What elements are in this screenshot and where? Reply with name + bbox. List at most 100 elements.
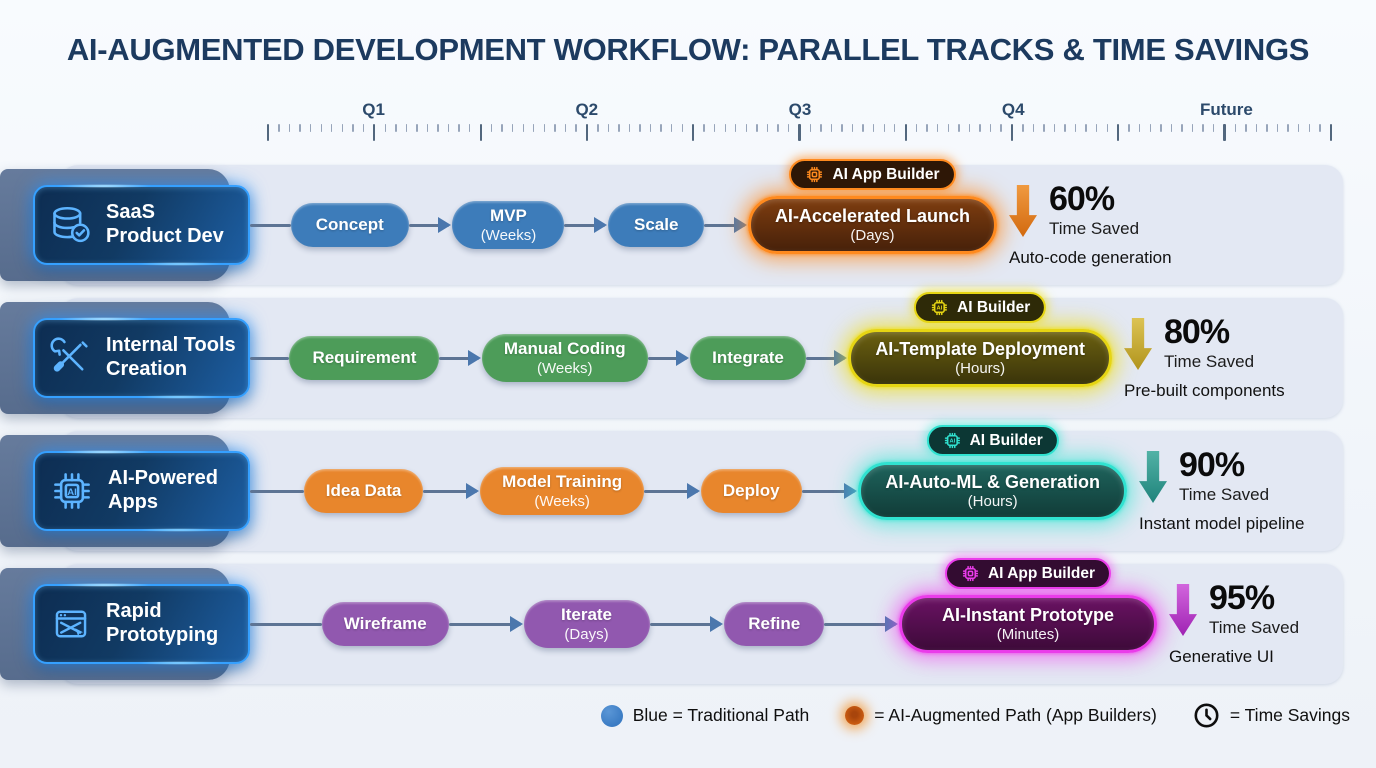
- timeline-tick: [777, 124, 779, 132]
- stage-pill: Requirement: [289, 336, 440, 380]
- timeline-tick: [947, 124, 949, 132]
- stage-sublabel: (Weeks): [480, 226, 537, 244]
- timeline-tick: [373, 124, 376, 141]
- timeline-tick: [1255, 124, 1258, 132]
- track-title-line: Internal Tools: [106, 334, 236, 357]
- flow-arrow: [704, 223, 745, 227]
- time-saved-label: Time Saved: [1164, 352, 1255, 371]
- track-title-line: Prototyping: [106, 624, 219, 646]
- flow-arrow: [824, 622, 896, 626]
- timeline-tick: [915, 124, 918, 132]
- stage-pill: Concept: [290, 203, 409, 247]
- ai-stage-sublabel: (Days): [850, 227, 895, 245]
- timeline-tick: [1139, 124, 1141, 132]
- timeline-tick: [1053, 124, 1056, 132]
- timeline-tick: [1234, 124, 1237, 132]
- timeline-tick: [554, 124, 556, 132]
- ai-stage: AI AI Builder AI-Template Deployment (Ho…: [848, 292, 1113, 387]
- blue-dot-icon: [600, 704, 623, 727]
- flow-arrow: [647, 356, 688, 360]
- timeline-tick: [830, 124, 833, 132]
- timeline-tick: [766, 124, 769, 132]
- timeline-tick: [809, 124, 812, 132]
- timeline-tick: [692, 124, 695, 141]
- percent-value: 95%: [1209, 579, 1275, 617]
- flow-arrow: [250, 622, 322, 626]
- timeline-tick: [1170, 124, 1173, 132]
- stage-label: Integrate: [712, 347, 784, 367]
- flow-arrow: [250, 356, 290, 360]
- track-title-line: Product Dev: [106, 225, 224, 247]
- timeline-tick: [1287, 124, 1289, 132]
- timeline-tick: [1266, 124, 1268, 132]
- ai-stage-pill: AI-Instant Prototype (Minutes): [899, 595, 1157, 653]
- saving-note: Instant model pipeline: [1139, 514, 1305, 533]
- flow-arrow: [649, 622, 722, 626]
- stage-pill: Model Training(Weeks): [480, 467, 645, 515]
- legend-label: = AI-Augmented Path (App Builders): [874, 705, 1157, 725]
- timeline-tick: [1329, 124, 1332, 141]
- timeline-tick: [851, 124, 854, 132]
- timeline-tick: [426, 124, 429, 132]
- svg-text:AI: AI: [67, 487, 77, 498]
- percent-value: 80%: [1164, 313, 1230, 351]
- timeline-tick: [798, 124, 801, 141]
- timeline-tick: [904, 124, 907, 141]
- timeline-tick: [894, 124, 896, 132]
- timeline-label: Future: [1199, 100, 1253, 119]
- flow-arrow: [423, 489, 478, 493]
- timeline-tick: [511, 124, 514, 132]
- timeline-tick: [309, 124, 312, 132]
- time-saved-group: 60% Time Saved Auto-code generation: [1009, 182, 1329, 268]
- timeline-tick: [447, 124, 450, 132]
- stage-pill: Refine: [724, 602, 825, 646]
- timeline-tick: [1032, 124, 1035, 132]
- stage-label: Model Training: [502, 472, 623, 492]
- legend-label: = Time Savings: [1229, 705, 1350, 725]
- ai-badge-label: AI App Builder: [987, 564, 1096, 582]
- timeline-tick: [628, 124, 631, 132]
- legend-item-time-savings: = Time Savings: [1193, 702, 1350, 729]
- database-icon: [49, 203, 93, 247]
- ai-stage-label: AI-Auto-ML & Generation: [885, 471, 1101, 492]
- track-title-line: Apps: [108, 491, 158, 513]
- timeline-tick: [479, 124, 482, 141]
- timeline-tick: [1245, 124, 1247, 132]
- stage-label: Scale: [633, 214, 679, 234]
- orange-dot-icon: [845, 706, 865, 725]
- legend-item-traditional: Blue = Traditional Path: [600, 704, 810, 727]
- timeline-tick: [1223, 124, 1226, 141]
- ai-badge-label: AI Builder: [969, 431, 1043, 449]
- timeline-tick: [1160, 124, 1162, 132]
- stage-label: Concept: [315, 214, 384, 234]
- timeline-tick: [416, 124, 418, 132]
- timeline-tick: [522, 124, 524, 132]
- timeline-tick: [841, 124, 843, 132]
- stage-sublabel: (Days): [564, 625, 609, 643]
- stage-pill: Wireframe: [321, 602, 449, 646]
- timeline-tick: [1212, 124, 1215, 132]
- timeline-tick: [968, 124, 971, 132]
- timeline-tick: [458, 124, 460, 132]
- ai-stage-pill: AI-Accelerated Launch (Days): [747, 196, 997, 254]
- flow-arrow: [408, 223, 450, 227]
- timeline-tick: [267, 124, 270, 141]
- timeline-tick: [926, 124, 928, 132]
- ai-stage-sublabel: (Minutes): [996, 626, 1060, 644]
- track-title-line: SaaS: [106, 201, 155, 224]
- timeline-tick: [607, 124, 610, 132]
- flow-arrow: [801, 489, 856, 493]
- stage-label: Requirement: [312, 347, 417, 367]
- percent-value: 60%: [1049, 180, 1115, 218]
- legend-label: Blue = Traditional Path: [632, 705, 810, 725]
- timeline-tick: [564, 124, 567, 132]
